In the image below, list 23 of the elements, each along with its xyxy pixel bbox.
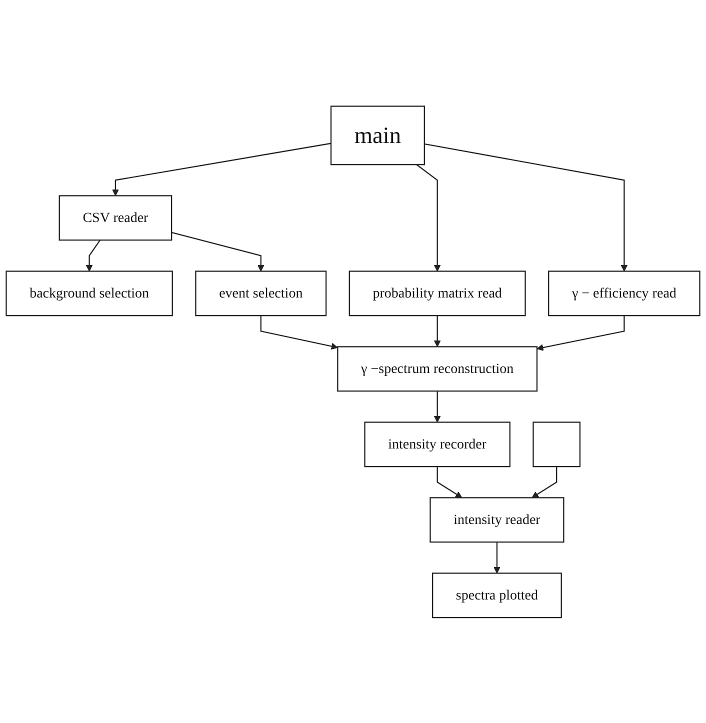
arrow	[536, 315, 625, 350]
arrow	[434, 390, 441, 422]
node-box: probability matrix read	[348, 270, 526, 316]
node-box: spectra plotted	[432, 572, 562, 618]
node-box: event selection	[195, 270, 327, 316]
arrow	[424, 142, 628, 272]
arrow	[86, 239, 101, 272]
node-box: intensity recorder	[364, 421, 510, 467]
arrow	[260, 315, 338, 350]
node-box	[532, 421, 581, 467]
arrow	[532, 466, 558, 498]
arrow	[171, 232, 264, 272]
node-box: main	[330, 105, 425, 165]
arrow	[112, 142, 332, 196]
node-box: intensity reader	[430, 496, 564, 542]
arrow	[436, 466, 462, 498]
node-box: γ − efficiency read	[548, 270, 700, 316]
node-box: CSV reader	[58, 194, 172, 240]
arrow	[416, 164, 441, 272]
arrow	[434, 315, 441, 347]
node-box: γ −spectrum reconstruction	[337, 346, 538, 392]
arrow	[494, 542, 500, 574]
node-box: background selection	[6, 270, 173, 316]
